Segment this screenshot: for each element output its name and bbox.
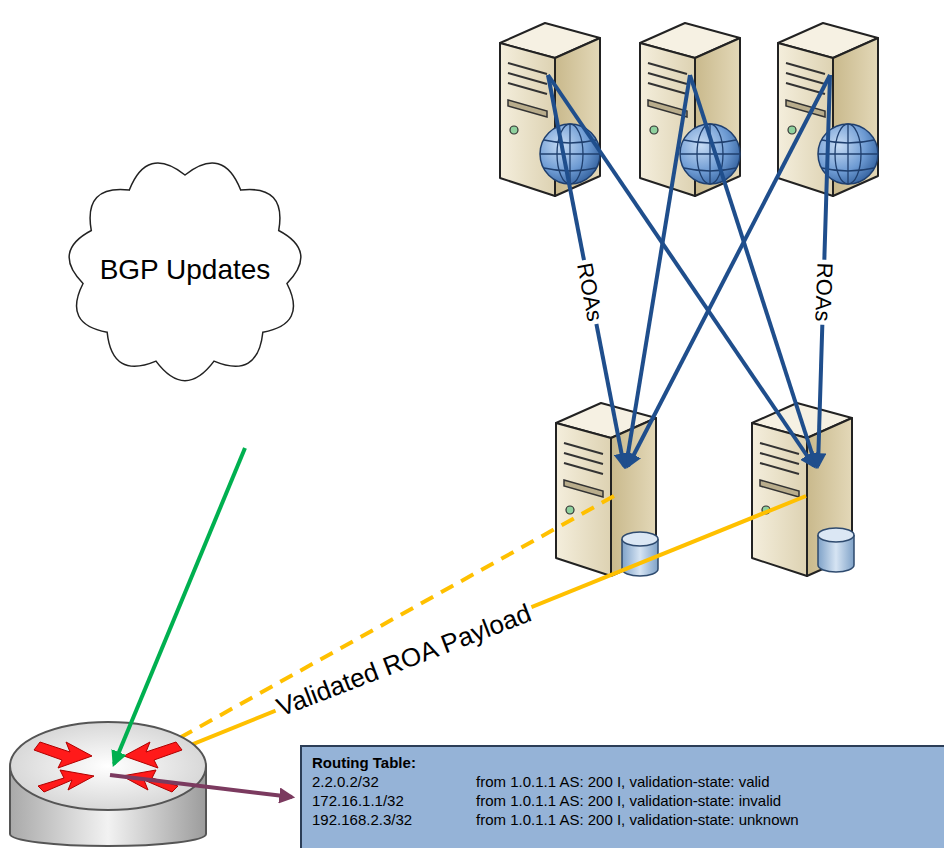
bgp-update-arrow [114, 448, 245, 764]
table-heading: Routing Table: [312, 753, 934, 772]
cloud-label: BGP Updates [100, 254, 271, 286]
routing-table-arrow [110, 775, 292, 797]
table-route-info: from 1.0.1.1 AS: 200 I, validation-state… [476, 772, 934, 791]
table-route-info: from 1.0.1.1 AS: 200 I, validation-state… [476, 791, 934, 810]
roa-flow-label: ROAs [571, 258, 607, 326]
roa-server [500, 23, 600, 196]
table-prefix: 172.16.1.1/32 [312, 791, 476, 810]
validator-server [556, 403, 658, 576]
rtr-session-line [124, 496, 806, 772]
payload-flow-label: Validated ROA Payload [270, 597, 538, 723]
bgp-cloud: BGP Updates [60, 145, 310, 395]
table-route-info: from 1.0.1.1 AS: 200 I, validation-state… [476, 810, 934, 829]
table-prefix: 2.2.0.2/32 [312, 772, 476, 791]
roa-server [640, 23, 740, 196]
routing-table-panel: Routing Table:2.2.0.2/32from 1.0.1.1 AS:… [300, 745, 944, 848]
rtr-session-line [122, 496, 614, 770]
roa-arrow [548, 75, 830, 466]
roa-flow-label: ROAs [810, 259, 836, 324]
table-prefix: 192.168.2.3/32 [312, 810, 476, 829]
